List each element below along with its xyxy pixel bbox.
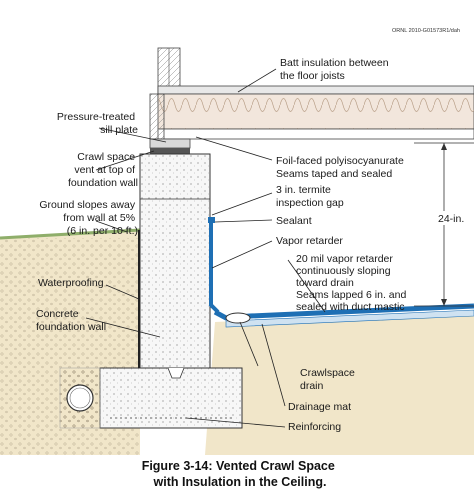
label-20-mil-retarder: 20 mil vapor retarder continuously slopi… xyxy=(296,253,409,313)
label-sealant: Sealant xyxy=(276,215,312,227)
figure-caption: Figure 3-14: Vented Crawl Space with Ins… xyxy=(142,459,339,489)
label-ground-slope: Ground slopes away from wall at 5% (6 in… xyxy=(39,199,138,237)
crawl-vent xyxy=(150,148,190,154)
sill-plate xyxy=(149,138,191,149)
dimension-label: 24-in. xyxy=(438,213,464,225)
grass-line xyxy=(0,228,141,240)
label-foil-board: Foil-faced polyisocyanurate Seams taped … xyxy=(276,155,407,180)
label-waterproofing: Waterproofing xyxy=(38,277,104,289)
crawlspace-drain xyxy=(225,312,251,324)
perimeter-drain xyxy=(66,384,94,412)
label-sill-plate: Pressure-treated sill plate xyxy=(57,111,138,136)
label-batt-insulation: Batt insulation between the floor joists xyxy=(280,57,392,82)
sealant-bead xyxy=(208,217,215,223)
crawlspace-soil xyxy=(205,310,474,455)
label-concrete-wall: Concrete foundation wall xyxy=(36,308,106,333)
label-termite-gap: 3 in. termite inspection gap xyxy=(276,184,344,209)
subfloor xyxy=(157,85,474,95)
foil-faced-board xyxy=(157,128,474,140)
doc-code: ORNL 2010-G01573R1/dah xyxy=(392,28,460,34)
label-reinforcing: Reinforcing xyxy=(288,421,341,433)
wall-vapor-retarder xyxy=(209,220,220,314)
label-drainage-mat: Drainage mat xyxy=(288,401,351,413)
rim-joist xyxy=(149,93,165,140)
label-vapor-retarder: Vapor retarder xyxy=(276,235,343,247)
label-crawlspace-drain: Crawlspace drain xyxy=(300,367,358,392)
drainage-mat xyxy=(225,309,474,328)
label-crawl-vent: Crawl space vent at top of foundation wa… xyxy=(68,151,138,189)
